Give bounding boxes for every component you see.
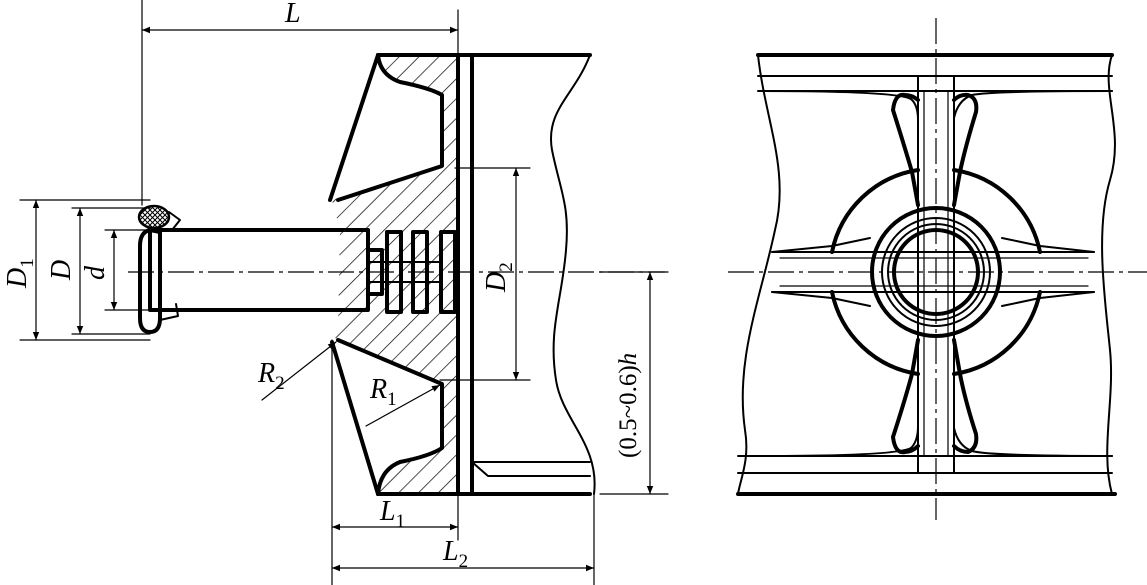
break-line (549, 54, 596, 495)
label-d: d (80, 265, 111, 280)
end-view-right-break (1101, 54, 1116, 495)
label-D2: D2 (481, 262, 517, 293)
end-view-left-break (737, 54, 781, 495)
section-view: L L1 L2 D1 D d D2 R2 R1 (0.5~0.6)h (2, 0, 669, 585)
dimension-lines (32, 26, 654, 572)
wall-section-hatch (332, 55, 458, 494)
pocket-fillets (759, 90, 1113, 457)
label-h-expression: (0.5~0.6)h (615, 353, 642, 458)
pin-shaft (148, 228, 370, 312)
o-ring (137, 204, 171, 230)
label-D: D (46, 260, 77, 281)
pin-head (138, 228, 162, 334)
label-R2: R2 (257, 358, 285, 394)
label-L1: L1 (379, 496, 405, 532)
boss-outline (328, 53, 380, 496)
dimension-labels: L L1 L2 D1 D d D2 R2 R1 (0.5~0.6)h (2, 0, 642, 572)
label-R1: R1 (369, 374, 397, 410)
extension-lines (19, 0, 669, 585)
label-D1: D1 (2, 258, 38, 289)
end-view (728, 18, 1147, 520)
label-L2: L2 (442, 536, 468, 572)
wall-outline (336, 53, 444, 202)
label-L: L (284, 0, 301, 29)
